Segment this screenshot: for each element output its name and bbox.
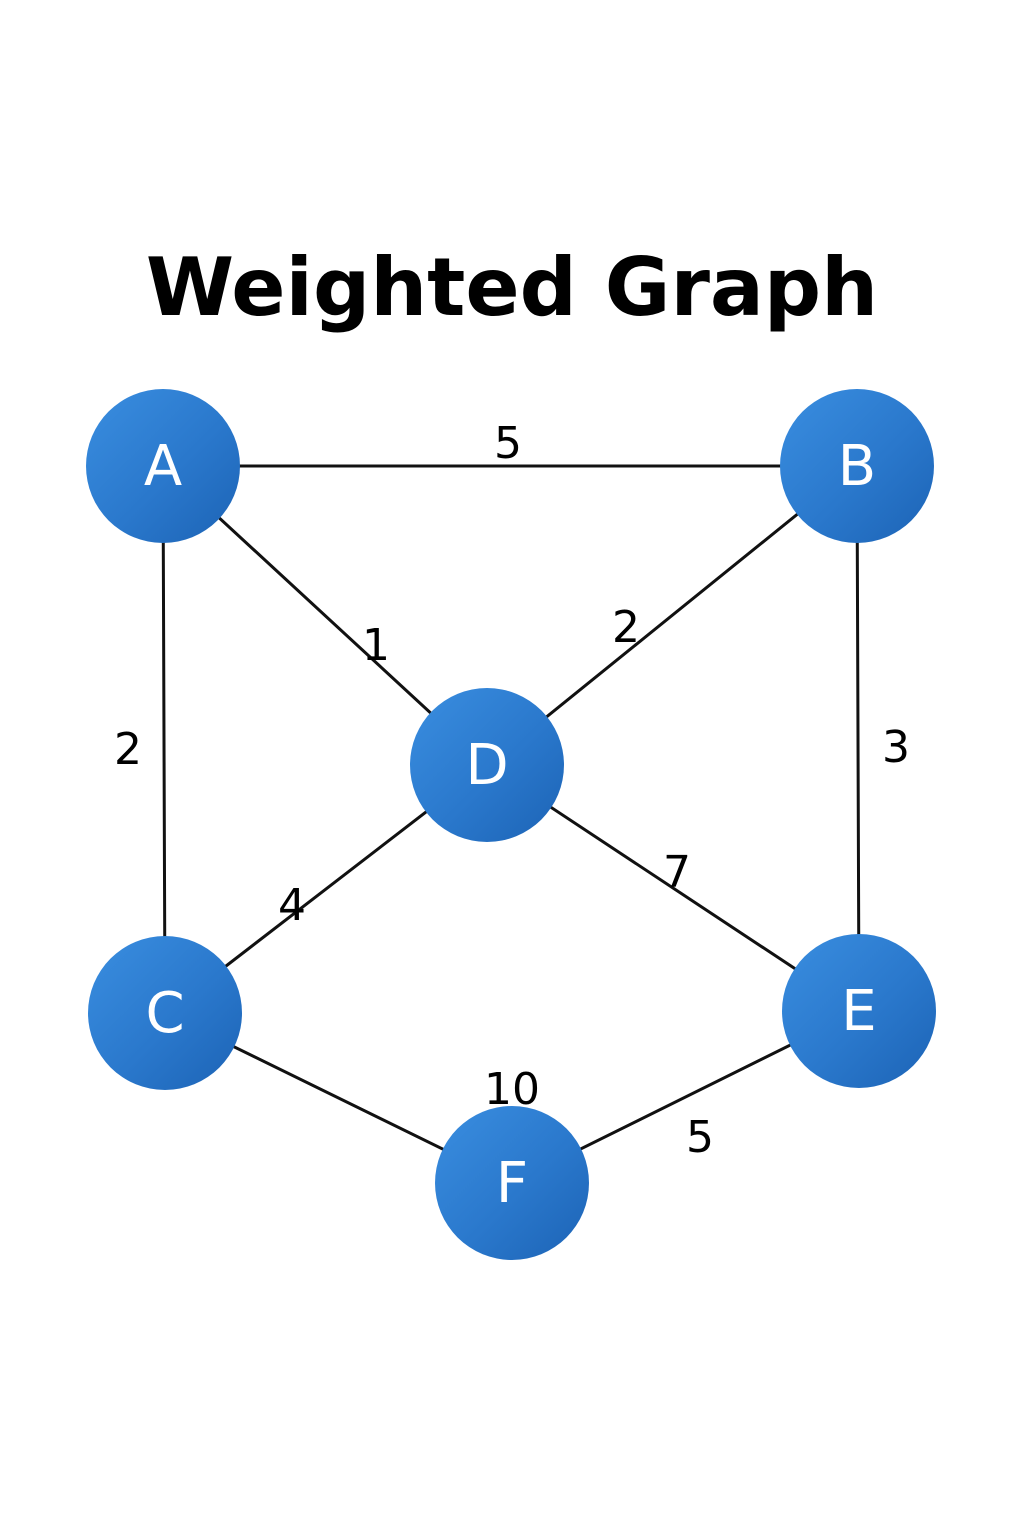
edge-B-D [485,464,859,767]
node-A: A [86,389,240,543]
node-circle-C [88,936,242,1090]
node-label-C: C [145,981,184,1046]
node-B: B [780,389,934,543]
node-E: E [782,934,936,1088]
edge-weight-A-D: 1 [362,620,390,671]
node-label-A: A [144,434,182,499]
node-label-B: B [838,434,876,499]
edge-weight-D-C: 4 [278,880,306,931]
edge-weight-A-C: 2 [114,724,142,775]
node-D: D [410,688,564,842]
edge-weight-A-B: 5 [494,418,522,469]
edge-weight-D-E: 7 [663,847,691,898]
edge-weight-F-E: 5 [686,1112,714,1163]
node-circle-E [782,934,936,1088]
node-circle-D [410,688,564,842]
node-label-F: F [496,1151,528,1216]
edge-B-E [855,464,861,1013]
node-label-E: E [841,979,876,1044]
edge-A-C [161,464,167,1015]
node-F: F [435,1106,589,1260]
diagram-title: Weighted Graph [145,241,879,334]
node-C: C [88,936,242,1090]
node-circle-A [86,389,240,543]
edge-weight-B-D: 2 [612,602,640,653]
node-circle-B [780,389,934,543]
nodes-layer: A B C D E F [86,389,936,1260]
edge-weight-B-E: 3 [882,722,910,773]
node-circle-F [435,1106,589,1260]
node-label-D: D [465,733,508,798]
